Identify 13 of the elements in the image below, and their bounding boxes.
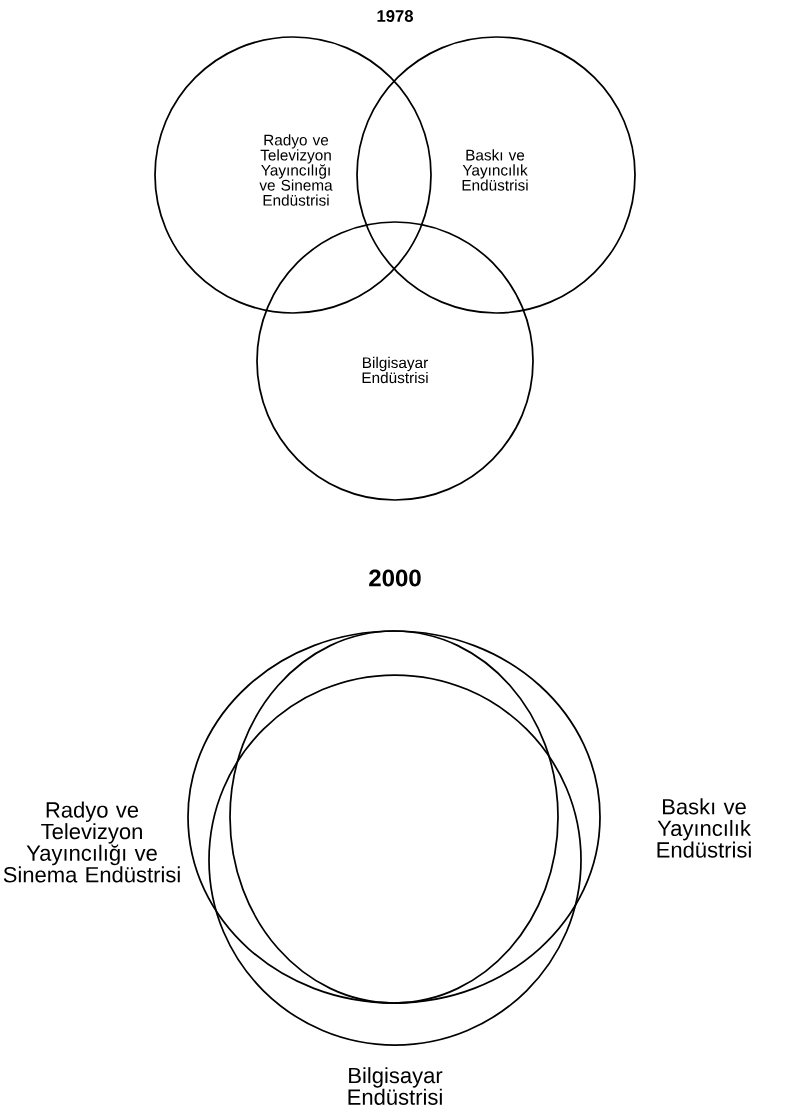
year-heading: 1978	[377, 10, 414, 22]
venn-circle	[208, 674, 582, 1046]
circle-label: Radyo ve Televizyon Yayıncılığı ve Sinema Endüstrisi	[259, 134, 333, 206]
venn-circle	[256, 221, 534, 501]
venn-circle	[356, 36, 636, 314]
circle-label: Baskı ve Yayıncılık Endüstrisi	[462, 149, 528, 191]
circle-label: Baskı ve Yayıncılık Endüstrisi	[657, 798, 751, 858]
year-heading: 2000	[369, 569, 421, 587]
circle-label: Radyo ve Televizyon Yayıncılığı ve Sinema Endüstrisi	[3, 801, 180, 883]
circle-label: Bilgisayar Endüstrisi	[362, 356, 428, 384]
circle-label: Bilgisayar Endüstrisi	[348, 1067, 443, 1105]
venn-circle	[154, 36, 432, 314]
venn-circle	[187, 630, 601, 1004]
